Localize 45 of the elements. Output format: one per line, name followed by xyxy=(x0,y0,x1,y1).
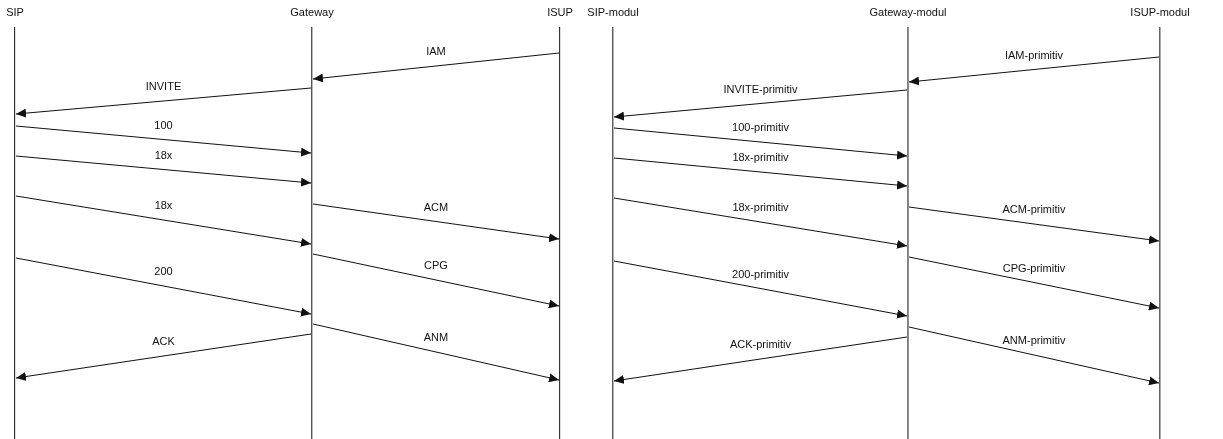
edge-label: CPG-primitiv xyxy=(1000,261,1068,274)
message-arrow xyxy=(908,326,1160,386)
message-arrow xyxy=(613,260,908,319)
message-arrow xyxy=(613,197,908,249)
message-arrow xyxy=(613,157,908,190)
edge-label: ACK xyxy=(150,335,177,347)
edge-label: ANM xyxy=(421,331,451,343)
edge-label: 200-primitiv xyxy=(730,267,791,280)
edge-label: 200 xyxy=(152,265,175,277)
message-arrow xyxy=(15,333,312,381)
message-arrow xyxy=(15,257,312,317)
lifeline-label: SIP-modul xyxy=(587,6,639,19)
message-arrow xyxy=(312,323,560,383)
lifeline-label: ISUP-modul xyxy=(1130,6,1190,19)
message-arrow xyxy=(613,336,908,384)
message-arrow xyxy=(908,256,1160,311)
message-arrow xyxy=(15,195,312,247)
message-arrow xyxy=(613,127,908,160)
message-arrow xyxy=(312,52,560,83)
edge-label: 100 xyxy=(152,118,175,131)
message-arrow xyxy=(312,253,560,309)
edge-label: ANM-primitiv xyxy=(1000,334,1068,346)
message-arrow xyxy=(15,155,312,187)
message-arrow xyxy=(613,89,908,121)
edge-label: ACK-primitiv xyxy=(727,338,794,350)
message-arrow xyxy=(908,56,1160,86)
message-arrow xyxy=(312,203,560,243)
edge-label: 18x-primitiv xyxy=(730,151,791,163)
edge-label: 100-primitiv xyxy=(730,121,791,133)
lifeline-label: Gateway-modul xyxy=(869,6,947,19)
edge-label: 18x xyxy=(152,199,175,211)
edge-label: ACM xyxy=(421,200,451,213)
edge-label: INVITE xyxy=(143,80,184,92)
edge-label: INVITE-primitiv xyxy=(721,82,800,95)
message-arrow xyxy=(15,125,312,157)
lifeline-label: ISUP xyxy=(547,6,573,19)
lifeline-label: Gateway xyxy=(290,6,334,19)
lifeline-label: SIP xyxy=(6,6,24,19)
edge-label: CPG xyxy=(422,259,450,271)
message-arrow xyxy=(15,87,312,118)
message-arrow xyxy=(908,206,1160,245)
edge-label: IAM xyxy=(424,45,448,57)
edge-label: 18x-primitiv xyxy=(730,201,791,213)
edge-label: 18x xyxy=(152,148,175,161)
edge-label: ACM-primitiv xyxy=(1000,203,1068,215)
